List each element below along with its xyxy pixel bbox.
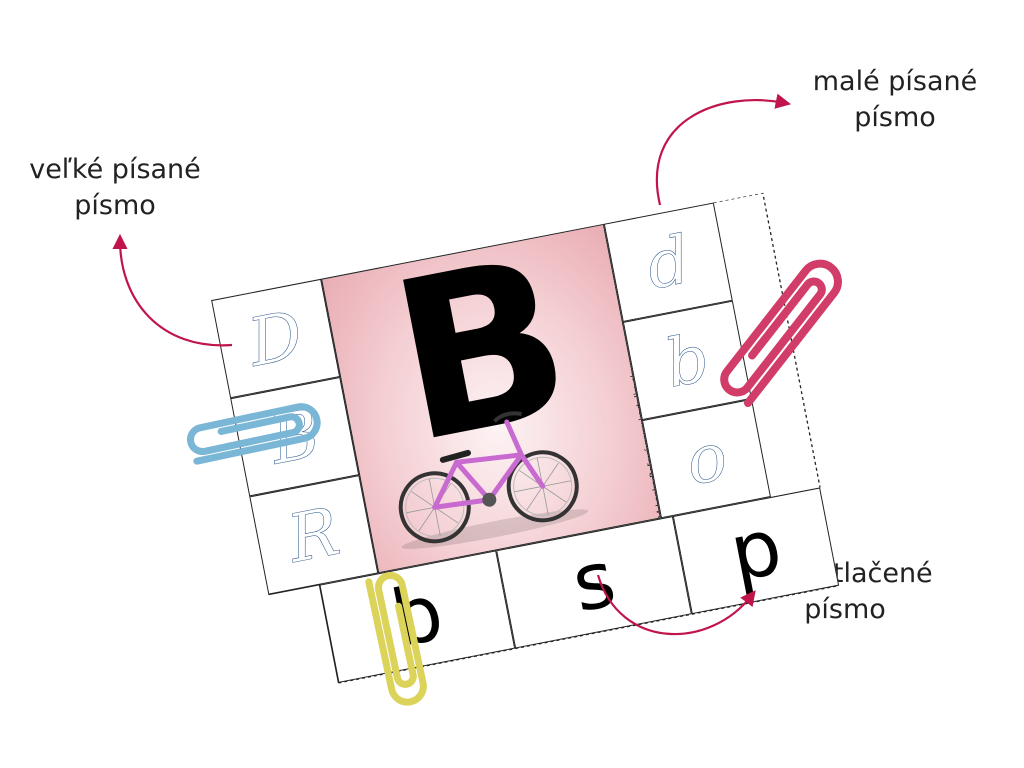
paperclip-icon [720,259,842,408]
letter-card: D B R B © 2024 Lenka Reľová www.kartulka… [211,191,849,702]
arrow-icon [596,574,756,636]
arrow-icon [655,93,792,206]
callout-line: veľké písané [29,154,201,185]
arrow-icon [112,233,233,347]
bicycle-icon [398,411,589,549]
callout-line: písmo [804,594,886,625]
paperclip-icon [186,403,321,465]
callout-line: malé písané [812,66,978,97]
paperclip-icon [365,571,427,706]
callout-uppercase-cursive: veľké písané písmo [10,152,220,224]
callout-lowercase-cursive: malé písané písmo [770,64,1020,136]
callout-line: písmo [854,102,936,133]
picture-panel: B © 2024 Lenka Reľová www.kartulka.sk [321,223,662,574]
callout-line: písmo [74,190,156,221]
